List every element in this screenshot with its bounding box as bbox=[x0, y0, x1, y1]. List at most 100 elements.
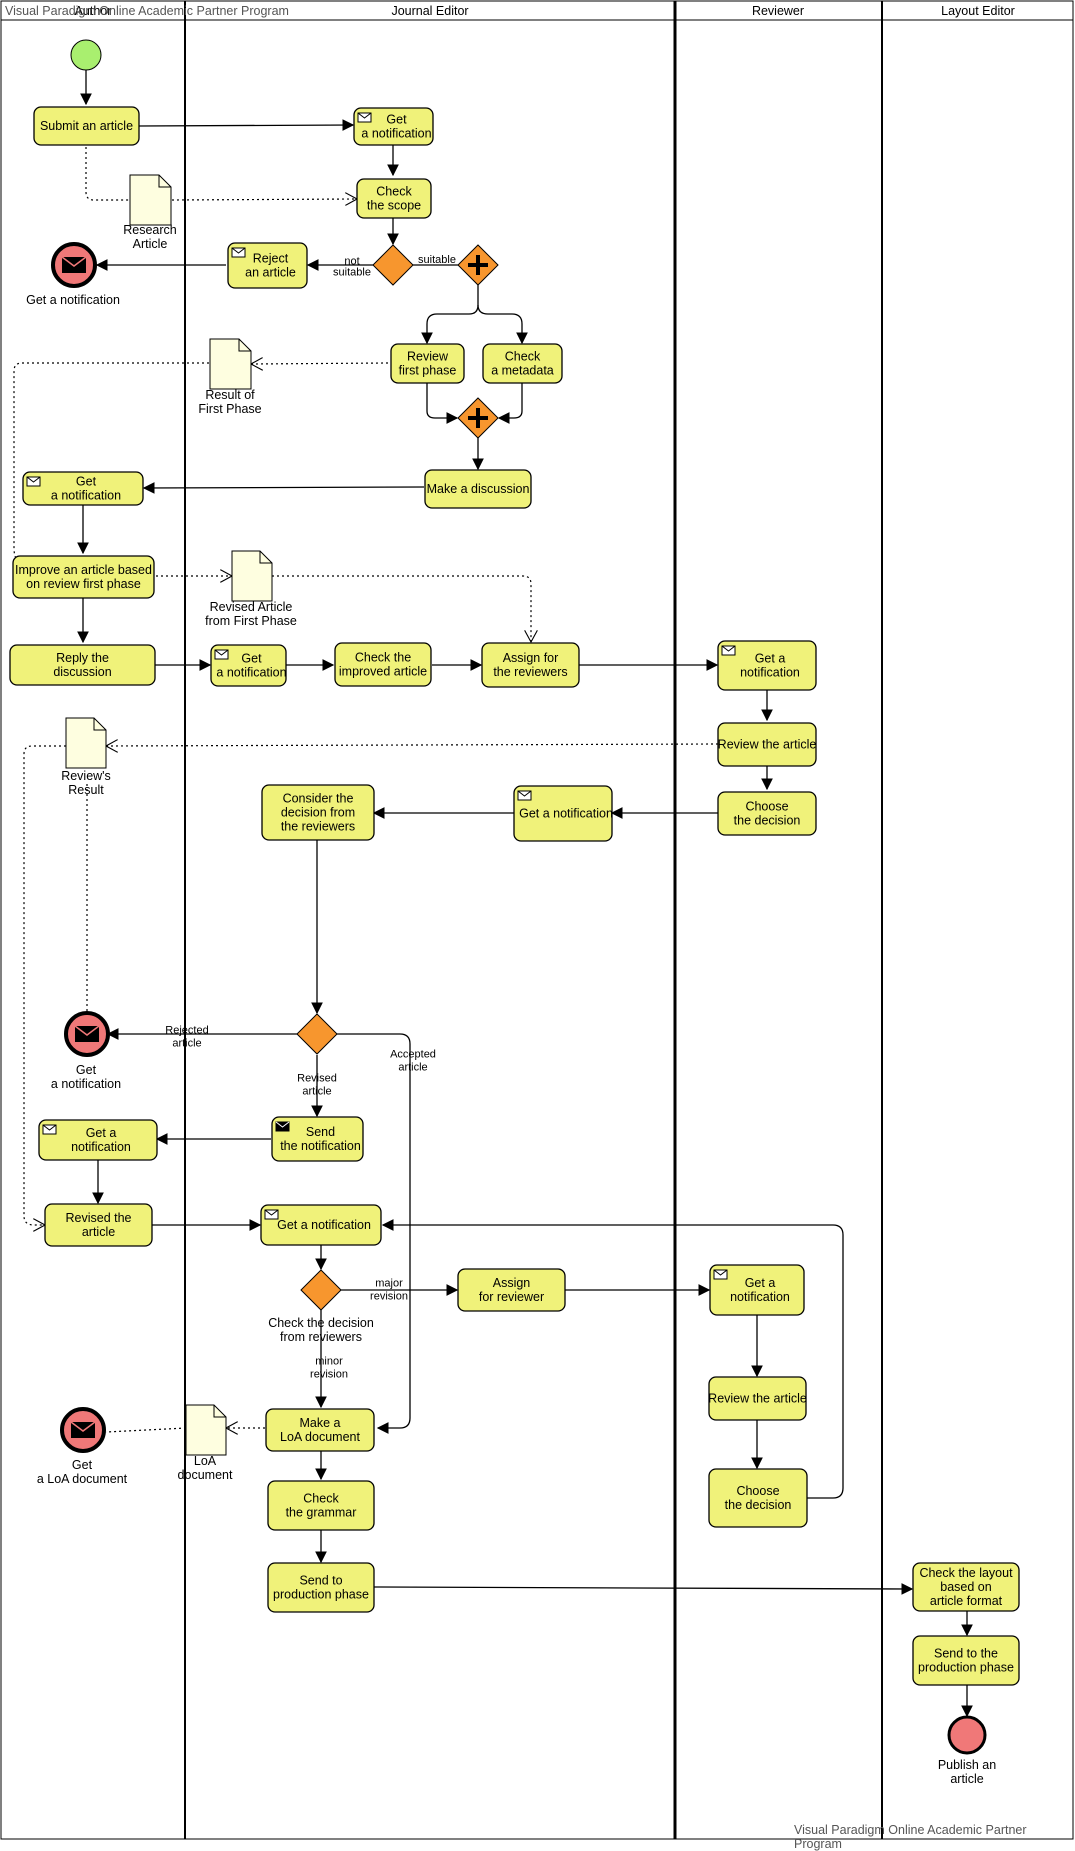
flow-label-line: article bbox=[302, 1086, 331, 1098]
watermark-top: Visual Paradigm Online Academic Partner … bbox=[5, 4, 289, 18]
task-label: Reject bbox=[253, 252, 289, 266]
task-je-get-notif-4[interactable]: Get a notification bbox=[260, 1204, 382, 1246]
flow-label-line: Rejected bbox=[165, 1025, 208, 1037]
task-je-get-notif-3[interactable]: Get a notification bbox=[513, 785, 613, 842]
task-label: the reviewers bbox=[493, 665, 567, 679]
flow-label-suitable: suitable bbox=[418, 254, 456, 266]
task-label: LoA document bbox=[280, 1430, 360, 1444]
task-label: Review the article bbox=[718, 738, 817, 752]
flow-label-line: from reviewers bbox=[280, 1330, 362, 1344]
envelope-icon bbox=[357, 112, 372, 123]
end-event-publish bbox=[947, 1715, 987, 1755]
flow-label-line: article bbox=[172, 1038, 201, 1050]
plus-icon bbox=[468, 408, 488, 428]
task-label: Get a notification bbox=[519, 807, 613, 821]
decision-exclusive-gateway bbox=[296, 1013, 338, 1055]
task-label: notification bbox=[71, 1140, 131, 1154]
task-label: Check bbox=[376, 185, 412, 199]
task-label: the notification bbox=[280, 1139, 361, 1153]
task-label: Check the layout bbox=[919, 1566, 1013, 1580]
flow-label-line: Check the decision bbox=[268, 1316, 374, 1330]
task-label: Submit an article bbox=[40, 119, 133, 133]
envelope-icon bbox=[214, 649, 229, 660]
task-label: Choose bbox=[736, 1484, 779, 1498]
envelope-icon bbox=[275, 1121, 290, 1132]
task-label: the decision bbox=[734, 814, 801, 828]
lane-title-author: Author bbox=[75, 4, 112, 18]
flow-label-line: article bbox=[398, 1062, 427, 1074]
plus-icon bbox=[468, 255, 488, 275]
end-event-loa bbox=[60, 1407, 106, 1453]
task-label: notification bbox=[740, 666, 800, 680]
task-label: article bbox=[82, 1225, 115, 1239]
task-label: notification bbox=[730, 1290, 790, 1304]
scope-exclusive-gateway bbox=[372, 244, 414, 286]
gateways bbox=[296, 244, 499, 1311]
end-event-notification-1 bbox=[51, 242, 97, 288]
flow-label-line: Accepted bbox=[390, 1049, 436, 1061]
task-submit-article[interactable]: Submit an article bbox=[33, 106, 140, 146]
task-review-article-1[interactable]: Review the article bbox=[717, 722, 817, 767]
task-label: Check bbox=[505, 350, 541, 364]
task-label: the grammar bbox=[286, 1506, 357, 1520]
task-label: the scope bbox=[367, 199, 421, 213]
flow-label-line: Revised bbox=[297, 1073, 337, 1085]
task-label: Send to the bbox=[934, 1647, 998, 1661]
task-label: Choose bbox=[745, 800, 788, 814]
data-object-label: First Phase bbox=[198, 402, 261, 416]
data-object-label: Review's bbox=[61, 769, 111, 783]
task-label: Get a bbox=[755, 652, 786, 666]
task-make-discussion[interactable]: Make a discussion bbox=[424, 469, 532, 509]
envelope-icon bbox=[713, 1269, 728, 1280]
task-label: first phase bbox=[399, 364, 457, 378]
envelope-icon bbox=[264, 1209, 279, 1220]
envelope-icon bbox=[42, 1124, 57, 1135]
task-label: Review bbox=[407, 350, 449, 364]
task-review-article-2[interactable]: Review the article bbox=[708, 1376, 807, 1421]
task-label: Review the article bbox=[708, 1392, 807, 1406]
envelope-icon bbox=[231, 247, 246, 258]
task-label: a metadata bbox=[491, 364, 554, 378]
event-label: Get a notification bbox=[26, 293, 120, 307]
task-label: discussion bbox=[53, 665, 111, 679]
sequence-flows bbox=[77, 70, 973, 1718]
data-object-label: Result of bbox=[205, 388, 255, 402]
end-event-notification-2 bbox=[64, 1011, 110, 1057]
envelope-icon bbox=[721, 645, 736, 656]
